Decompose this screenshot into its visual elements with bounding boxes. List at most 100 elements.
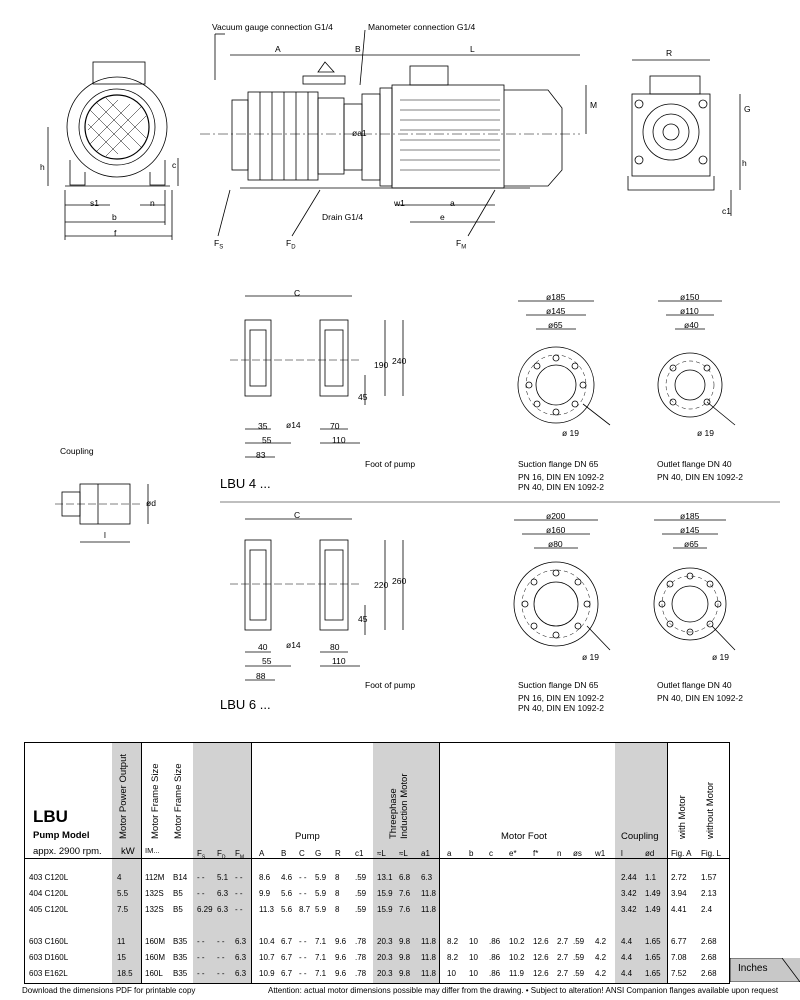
table-cell: 1.49 (645, 889, 661, 898)
dim-G: G (744, 104, 751, 114)
table-cell: 6.29 (197, 905, 213, 914)
table-cell: 2.44 (621, 873, 637, 882)
sub-figL: Fig. L (701, 849, 722, 858)
sub-s: øs (573, 849, 582, 858)
frame-size-header: Motor Frame Size (150, 763, 161, 840)
table-cell: - - (299, 953, 307, 962)
table-row-model: 403 C120L (29, 873, 69, 882)
table-cell: 7.5 (117, 905, 129, 914)
table-cell: 4.4 (621, 937, 633, 946)
table-cell: 10.9 (259, 969, 275, 978)
sub-n: n (557, 849, 562, 858)
lbu6-o-d3: ø65 (684, 539, 699, 549)
table-cell: 2.7 (557, 969, 569, 978)
lbu4-o-d19: ø 19 (697, 428, 715, 438)
table-cell: 8 (335, 905, 340, 914)
download-link[interactable]: Download the dimensions PDF for printabl… (22, 986, 196, 995)
table-cell: - - (197, 953, 205, 962)
table-cell: B35 (173, 969, 188, 978)
lbu4-C: C (294, 288, 301, 298)
lbu6-title: LBU 6 ... (220, 697, 271, 712)
table-cell: 15.9 (377, 905, 393, 914)
table-cell: 9.8 (399, 953, 411, 962)
table-cell: .59 (573, 953, 585, 962)
spec-table: LBU Pump Model appx. 2900 rpm. Motor Pow… (24, 742, 730, 984)
table-cell: 10 (469, 953, 478, 962)
col-kw (112, 743, 142, 983)
lbu4-outlet-flange (657, 300, 736, 426)
table-cell: 10.2 (509, 937, 525, 946)
table-cell: - - (235, 905, 243, 914)
lbu6-o-d2: ø145 (680, 525, 700, 535)
table-cell: 7.6 (399, 889, 411, 898)
table-row-model: 603 C160L (29, 937, 69, 946)
table-cell: 9.6 (335, 969, 347, 978)
table-cell: 11.8 (421, 969, 436, 978)
table-cell: 7.08 (671, 953, 687, 962)
table-cell: 2.68 (701, 937, 717, 946)
table-cell: - - (217, 953, 225, 962)
lbu6-110: 110 (332, 656, 346, 666)
table-cell: 2.13 (701, 889, 717, 898)
table-cell: 9.6 (335, 937, 347, 946)
dim-c1: c1 (722, 206, 731, 216)
pump-end-view (627, 59, 741, 216)
lbu4-240: 240 (392, 356, 407, 366)
inches-tab[interactable]: Inches (730, 958, 800, 982)
table-cell: .86 (489, 953, 501, 962)
table-cell: 11.8 (421, 953, 436, 962)
table-cell: 15 (117, 953, 126, 962)
table-cell: - - (235, 889, 243, 898)
sub-c1: c1 (355, 849, 364, 858)
im-header: IM... (145, 846, 160, 855)
table-cell: 5.1 (217, 873, 229, 882)
lbu6-o-d19: ø 19 (712, 652, 730, 662)
lbu4-s-line2: PN 40, DIN EN 1092-2 (518, 482, 604, 492)
table-cell: .78 (355, 969, 367, 978)
table-cell: 11.8 (421, 905, 436, 914)
table-cell: .59 (355, 905, 367, 914)
table-cell: 7.52 (671, 969, 687, 978)
sub-b: b (469, 849, 474, 858)
table-cell: - - (217, 937, 225, 946)
tab-shape (730, 958, 800, 982)
table-cell: - - (217, 969, 225, 978)
lbu6-80: 80 (330, 642, 340, 652)
table-cell: 13.1 (377, 873, 393, 882)
lbu6-o-d1: ø185 (680, 511, 700, 521)
table-cell: 2.4 (701, 905, 713, 914)
table-cell: 10.4 (259, 937, 275, 946)
lbu4-55: 55 (262, 435, 272, 445)
table-cell: 4.2 (595, 937, 607, 946)
dim-b: b (112, 212, 117, 222)
lbu6-suction-flange (513, 519, 611, 651)
table-cell: 9.8 (399, 969, 411, 978)
table-cell: 5.6 (281, 905, 293, 914)
sub-B: B (281, 849, 287, 858)
table-cell: 1.57 (701, 873, 717, 882)
table-cell: 4.2 (595, 969, 607, 978)
table-row-model: 405 C120L (29, 905, 69, 914)
threephase-header: Threephase (388, 788, 399, 839)
lbu4-s-d1: ø185 (546, 292, 566, 302)
lbu4-foot: Foot of pump (365, 459, 416, 469)
table-cell: 1.65 (645, 969, 661, 978)
dim-n: n (150, 198, 155, 208)
sub-a1: a1 (421, 849, 430, 858)
dim-s1: s1 (90, 198, 99, 208)
table-cell: 2.72 (671, 873, 687, 882)
table-cell: 11.8 (421, 889, 436, 898)
table-cell: B14 (173, 873, 188, 882)
lbu4-s-d3: ø65 (548, 320, 563, 330)
dim-M: M (590, 100, 598, 110)
force-FM: FM (456, 238, 467, 251)
table-cell: 1.65 (645, 953, 661, 962)
coupling-l: l (104, 530, 106, 540)
motor-power-header: Motor Power Output (118, 753, 129, 839)
table-cell: 4.4 (621, 969, 633, 978)
sub-l: l (621, 849, 623, 858)
lbu6-foot-drawing (230, 518, 404, 681)
vacuum-gauge-label: Vacuum gauge connection G1/4 (212, 22, 333, 32)
table-cell: 11.9 (509, 969, 524, 978)
table-cell: 9.9 (259, 889, 271, 898)
